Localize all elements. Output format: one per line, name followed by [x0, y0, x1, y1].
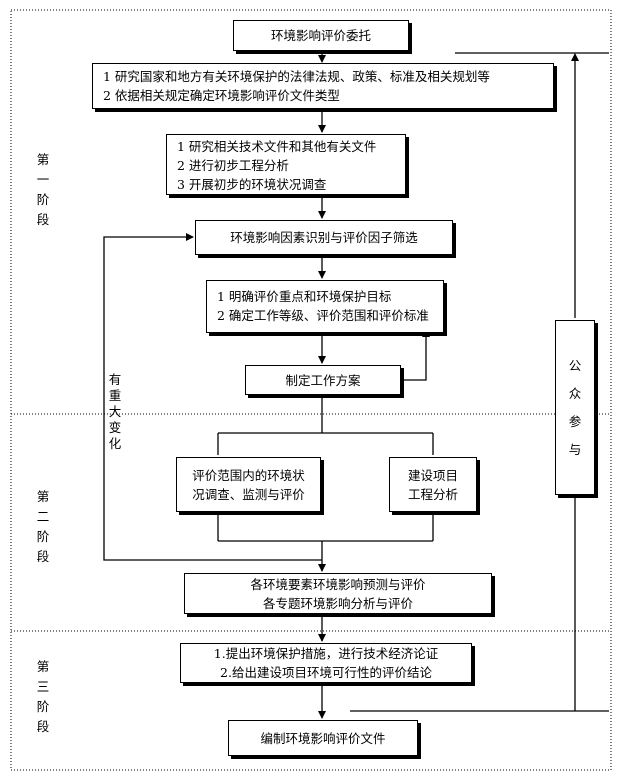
stage-1-label: 第 一 阶 段 — [36, 152, 50, 227]
box-compile: 编制环境影响评价文件 — [228, 720, 418, 756]
feedback-label: 有 重 大 变 化 — [108, 372, 122, 451]
outer-frame — [10, 9, 612, 771]
box-targets: 1 明确评价重点和环境保护目标 2 确定工作等级、评价范围和评价标准 — [206, 280, 444, 333]
box-research: 1 研究国家和地方有关环境保护的法律法规、政策、标准及相关规划等 2 依据相关规… — [92, 63, 554, 109]
box-factors: 环境影响因素识别与评价因子筛选 — [195, 220, 453, 255]
arrow-plan-targets — [402, 329, 430, 381]
arrow-feedback-factors — [103, 233, 322, 561]
box-prelim: 1 研究相关技术文件和其他有关文件 2 进行初步工程分析 3 开展初步的环境状况… — [166, 134, 406, 195]
stage-3-label: 第 三 阶 段 — [36, 659, 50, 734]
box-entrust: 环境影响评价委托 — [233, 20, 409, 51]
box-public-participation: 公 众 参 与 — [555, 320, 595, 495]
box-measures: 1.提出环境保护措施，进行技术经济论证 2.给出建设项目环境可行性的评价结论 — [180, 643, 472, 683]
box-survey: 评价范围内的环境状 况调查、监测与评价 — [176, 457, 321, 512]
box-predict: 各环境要素环境影响预测与评价 各专题环境影响分析与评价 — [184, 573, 492, 614]
stage-2-label: 第 二 阶 段 — [36, 489, 50, 564]
box-project: 建设项目 工程分析 — [389, 457, 477, 512]
box-plan: 制定工作方案 — [245, 365, 401, 395]
